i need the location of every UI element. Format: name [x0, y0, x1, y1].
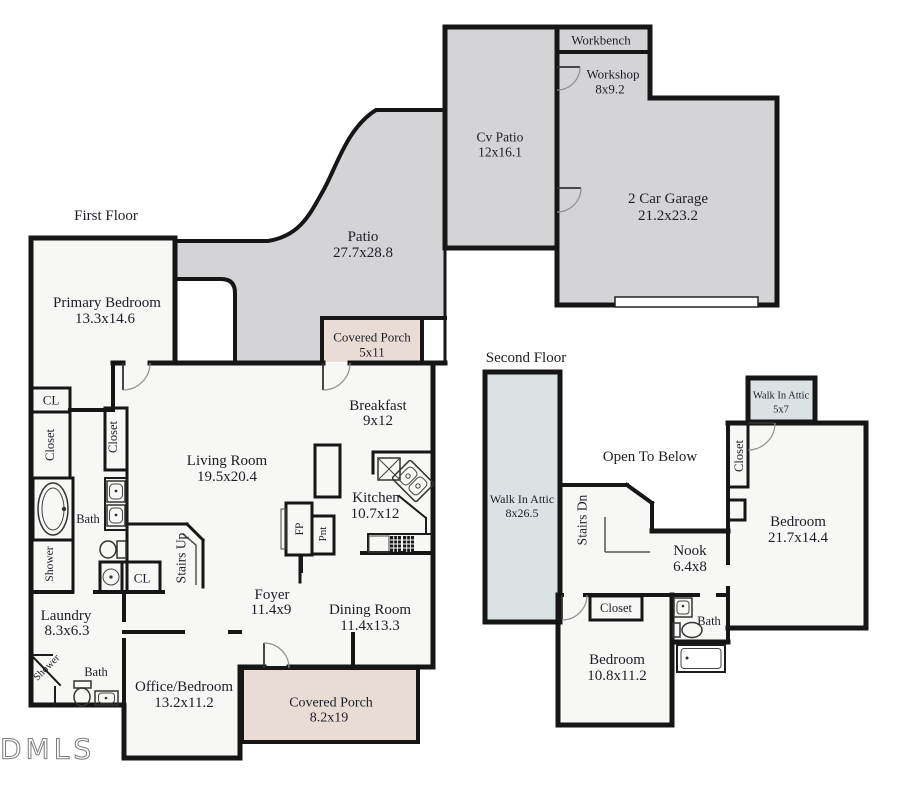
room-label-living-room: Living Room — [187, 453, 268, 469]
first-floor-exterior-walls — [28, 24, 780, 761]
second-floor-bedroom-large-area — [728, 423, 866, 628]
breakfast-porch-door-arc — [322, 362, 351, 391]
garage-door — [614, 296, 759, 308]
second-floor-bedroom-small-area — [558, 595, 728, 725]
room-dims-primary-bedroom: 13.3x14.6 — [75, 311, 136, 327]
patio-area — [177, 110, 445, 363]
room-label-covered-porch-upper: Covered Porch — [333, 330, 411, 345]
upstairs-closet-door-arc — [747, 422, 776, 451]
room-dims-attic-large: 8x26.5 — [506, 506, 539, 520]
room-dims-office-bedroom: 13.2x11.2 — [154, 695, 213, 711]
room-dims-covered-porch-upper: 5x11 — [359, 345, 385, 360]
room-label-office-bedroom: Office/Bedroom — [135, 679, 233, 695]
label-bath-1: Bath — [76, 512, 100, 526]
label-cl-2: CL — [134, 571, 151, 586]
first-floor-title: First Floor — [74, 208, 138, 224]
bathtub-icon — [31, 476, 75, 542]
room-dims-workshop: 8x9.2 — [595, 82, 624, 97]
door-arcs — [122, 66, 776, 669]
room-dims-garage: 21.2x23.2 — [638, 208, 698, 224]
double-sink-vanity-icon — [104, 477, 128, 531]
room-label-dining-room: Dining Room — [329, 602, 411, 618]
watermark: DMLS — [0, 733, 95, 766]
cv-patio-area — [445, 27, 557, 248]
room-dims-patio: 27.7x28.8 — [333, 245, 393, 261]
room-label-foyer: Foyer — [255, 587, 290, 603]
room-dims-bedroom-small: 10.8x11.2 — [587, 668, 646, 684]
garage-area — [557, 27, 777, 305]
room-label-primary-bedroom: Primary Bedroom — [53, 295, 161, 311]
label-closet-3: Closet — [732, 440, 746, 472]
label-closet-1: Closet — [43, 429, 57, 461]
label-pantry: Pnt — [317, 527, 329, 542]
room-label-laundry: Laundry — [41, 608, 92, 624]
toilet-icon — [99, 540, 127, 559]
room-label-attic-small: Walk In Attic — [753, 391, 810, 402]
room-label-covered-porch-lower: Covered Porch — [289, 696, 373, 711]
room-dims-breakfast: 9x12 — [363, 413, 393, 429]
room-dims-bedroom-large: 21.7x14.4 — [768, 530, 829, 546]
walk-in-attic-small-area — [748, 378, 815, 422]
second-floor-walls — [482, 369, 869, 728]
room-dims-attic-small: 5x7 — [773, 405, 789, 416]
laundry-sink-icon — [94, 690, 119, 706]
room-dims-covered-porch-lower: 8.2x19 — [310, 711, 349, 726]
room-label-kitchen: Kitchen — [352, 490, 400, 506]
pantry — [310, 514, 336, 556]
room-label-garage: 2 Car Garage — [628, 191, 708, 207]
label-bath-2: Bath — [84, 665, 108, 679]
label-shower-1: Shower — [44, 546, 56, 581]
upstairs-toilet-icon — [672, 621, 703, 639]
kitchen-sink-icon — [391, 459, 435, 503]
label-stairs-up: Stairs Up — [174, 532, 189, 583]
room-dims-laundry: 8.3x6.3 — [45, 623, 90, 639]
covered-porch-lower-area — [242, 668, 418, 742]
upstairs-bath-sink-icon — [673, 597, 693, 618]
label-stairs-dn: Stairs Dn — [575, 494, 590, 545]
label-open-to-below: Open To Below — [603, 449, 698, 465]
upstairs-bedroom-door-arc — [561, 594, 588, 621]
covered-porch-upper-area — [322, 318, 422, 362]
room-label-cv-patio: Cv Patio — [477, 130, 524, 145]
room-dims-dining-room: 11.4x13.3 — [340, 618, 399, 634]
room-label-bedroom-small: Bedroom — [589, 652, 645, 668]
room-label-workshop: Workshop — [586, 67, 639, 82]
room-label-bedroom-large: Bedroom — [770, 514, 826, 530]
room-label-attic-large: Walk In Attic — [490, 492, 554, 506]
walk-in-attic-large-area — [485, 372, 560, 622]
second-floor-stairs-nook-area — [560, 485, 728, 595]
laundry-toilet-icon — [73, 680, 92, 707]
label-cl-1: CL — [43, 393, 60, 408]
label-bath-3: Bath — [697, 614, 721, 628]
label-closet-2: Closet — [106, 421, 120, 453]
room-label-breakfast: Breakfast — [349, 398, 407, 414]
first-floor-house-area — [31, 238, 433, 758]
room-dims-living-room: 19.5x20.4 — [197, 469, 258, 485]
room-label-nook: Nook — [673, 543, 707, 559]
room-dims-nook: 6.4x8 — [673, 559, 707, 575]
area-fills — [31, 27, 866, 758]
first-floor-interior-walls — [29, 361, 435, 707]
foyer-porch-door-arc — [263, 642, 290, 669]
label-fireplace: FP — [294, 523, 306, 536]
label-closet-4: Closet — [600, 601, 632, 615]
room-dims-kitchen: 10.7x12 — [351, 506, 400, 522]
room-dims-cv-patio: 12x16.1 — [478, 145, 522, 160]
stove-icon — [368, 535, 414, 553]
second-floor-title: Second Floor — [486, 350, 566, 366]
text-labels: First Floor Second Floor Primary Bedroom… — [32, 33, 829, 726]
garage-door-arc — [556, 187, 582, 213]
bedroom-door-arc — [122, 362, 151, 391]
upstairs-bathtub-icon — [676, 644, 726, 673]
label-workbench: Workbench — [571, 33, 631, 48]
room-dims-foyer: 11.4x9 — [251, 602, 292, 618]
kitchen-island — [313, 443, 342, 499]
room-label-patio: Patio — [348, 229, 379, 245]
workshop-door-arc — [556, 66, 581, 91]
shower-stall-icon — [98, 560, 124, 594]
